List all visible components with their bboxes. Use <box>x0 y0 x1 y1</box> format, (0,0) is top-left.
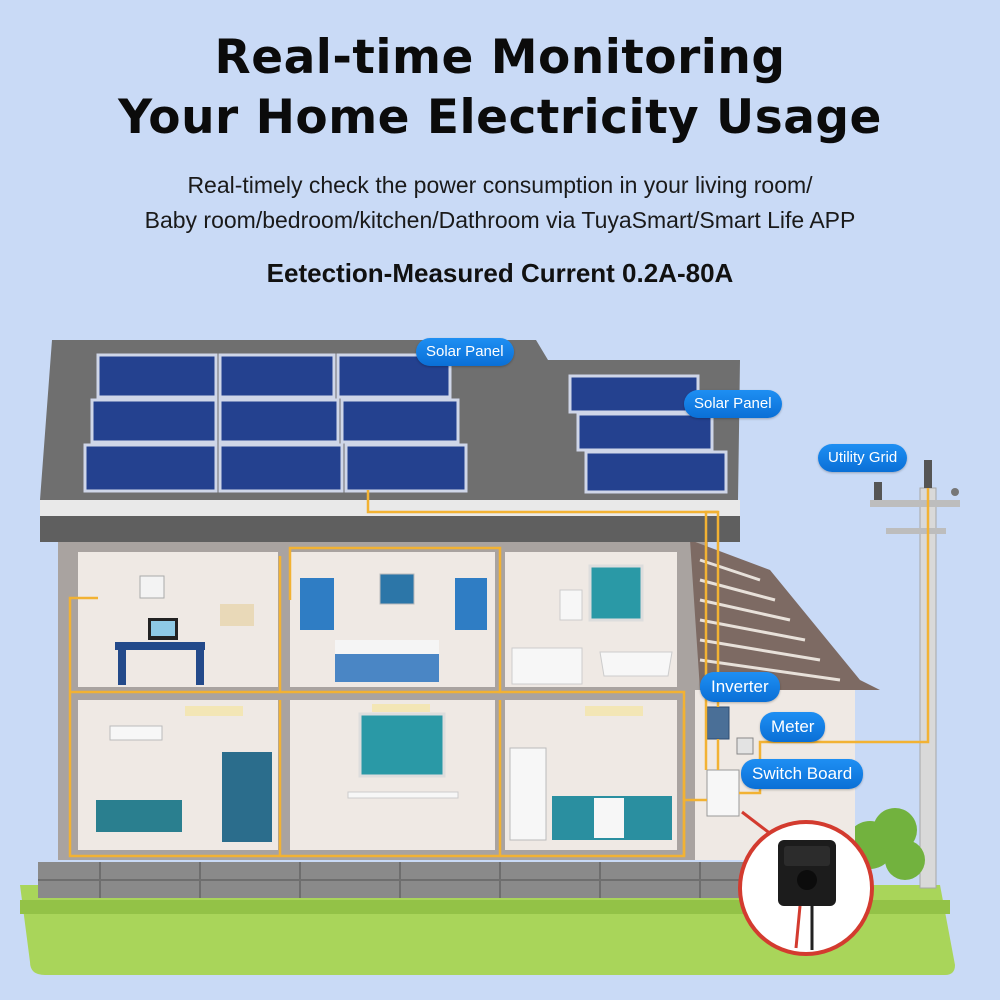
current-range-spec: Eetection-Measured Current 0.2A-80A <box>266 258 734 288</box>
wiring <box>68 488 930 858</box>
room-living <box>78 700 278 850</box>
solar-panel-array-main <box>83 353 468 493</box>
current-sensor-zoom <box>738 810 874 956</box>
label-solar-panel-side: Solar Panel <box>684 390 782 418</box>
annex-roof <box>690 540 880 690</box>
room-bathroom <box>505 552 677 687</box>
label-utility-grid: Utility Grid <box>818 444 908 472</box>
label-solar-panel-roof: Solar Panel <box>416 338 514 366</box>
inverter-device <box>706 706 730 740</box>
headline-line-1: Real-time Monitoring <box>214 30 786 85</box>
subtitle-line-2: Baby room/bedroom/kitchen/Dathroom via T… <box>144 207 856 233</box>
room-kitchen <box>505 700 677 850</box>
subtitle-line-1: Real-timely check the power consumption … <box>187 172 813 198</box>
label-inverter: Inverter <box>700 672 780 702</box>
switch-board-device <box>706 769 740 817</box>
headline-line-2: Your Home Electricity Usage <box>118 90 882 145</box>
room-bedroom <box>290 552 495 687</box>
room-study <box>78 552 278 687</box>
label-switch-board: Switch Board <box>741 759 864 789</box>
meter-device <box>736 737 754 755</box>
label-meter: Meter <box>760 712 826 742</box>
room-dining <box>290 700 495 850</box>
